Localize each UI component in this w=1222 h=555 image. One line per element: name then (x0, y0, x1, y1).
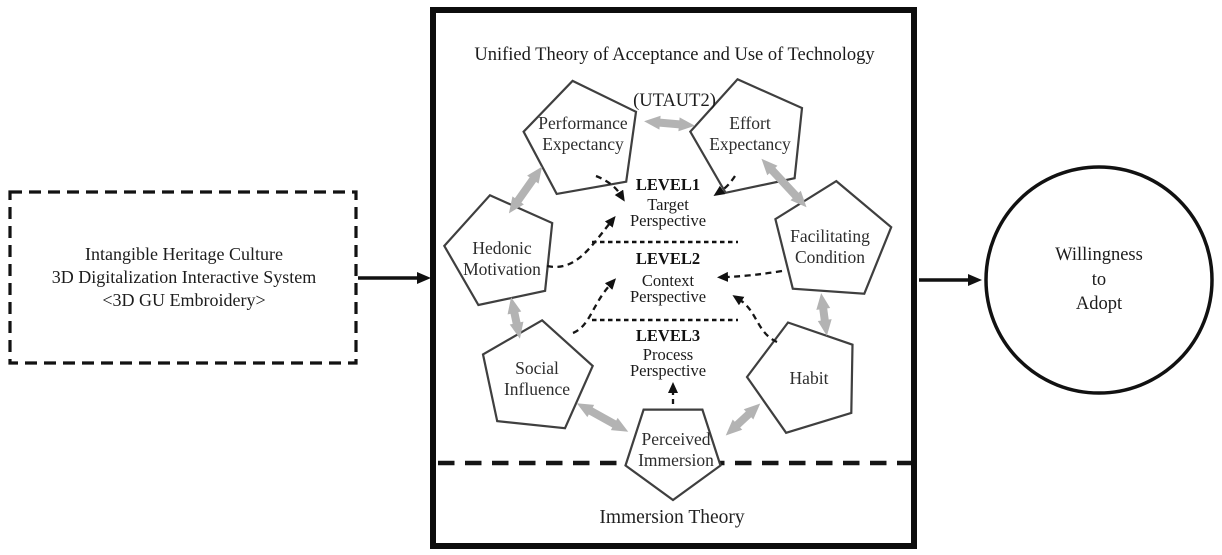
immersion-theory-label: Immersion Theory (599, 507, 745, 528)
pentagon-habit (745, 321, 854, 435)
input-box-text: Intangible Heritage Culture 3D Digitaliz… (10, 191, 358, 363)
outcome-circle (984, 165, 1214, 395)
pentagon-performance-expectancy (522, 79, 638, 196)
level-3-heading: LEVEL3 (635, 326, 701, 345)
influence-facilitating-level2 (717, 269, 783, 282)
pentagon-social-influence (481, 318, 595, 430)
connector-effort-facilitating (761, 158, 807, 208)
connector-performance-hedonic (508, 166, 543, 214)
input-box-line: Intangible Heritage Culture (85, 243, 283, 264)
label-social-influence: Social Influence (503, 358, 571, 399)
influence-social-level2 (572, 278, 617, 335)
connector-habit-perceived (725, 403, 761, 436)
input-box-border (8, 190, 358, 365)
outcome-text: Willingness to Adopt (1055, 245, 1143, 314)
level-2-name: Context Perspective (629, 271, 707, 306)
label-effort-expectancy: Effort Expectancy (709, 113, 791, 154)
level-2-heading: LEVEL2 (635, 249, 701, 268)
level-3-name: Process Perspective (629, 345, 707, 380)
influence-hedonic-level1 (546, 215, 616, 269)
influence-performance-level1 (595, 174, 625, 202)
label-facilitating-condition: Facilitating Condition (790, 226, 870, 267)
influence-habit-level2 (732, 295, 778, 344)
influence-effort-level1 (713, 175, 736, 196)
connector-hedonic-social (507, 297, 524, 339)
label-hedonic-motivation: Hedonic Motivation (463, 238, 541, 279)
label-habit: Habit (789, 368, 829, 388)
connector-performance-effort (644, 115, 695, 132)
level-1-name: Target Perspective (629, 195, 707, 230)
connector-facilitating-habit (816, 293, 832, 336)
label-perceived-immersion: Perceived Immersion (638, 429, 714, 470)
utaut-title-line1: Unified Theory of Acceptance and Use of … (474, 45, 875, 65)
level-1-heading: LEVEL1 (635, 175, 701, 194)
utaut-title-line2: (UTAUT2) (633, 91, 716, 111)
label-performance-expectancy: Performance Expectancy (538, 113, 628, 154)
input-box-line: <3D GU Embroidery> (102, 289, 266, 310)
pentagon-facilitating-condition (774, 179, 893, 295)
utaut-title: Unified Theory of Acceptance and Use of … (434, 21, 915, 136)
utaut-box-border (430, 7, 917, 549)
input-box-line: 3D Digitalization Interactive System (51, 266, 317, 287)
connector-social-perceived (576, 403, 629, 432)
pentagon-perceived-immersion (624, 408, 722, 502)
